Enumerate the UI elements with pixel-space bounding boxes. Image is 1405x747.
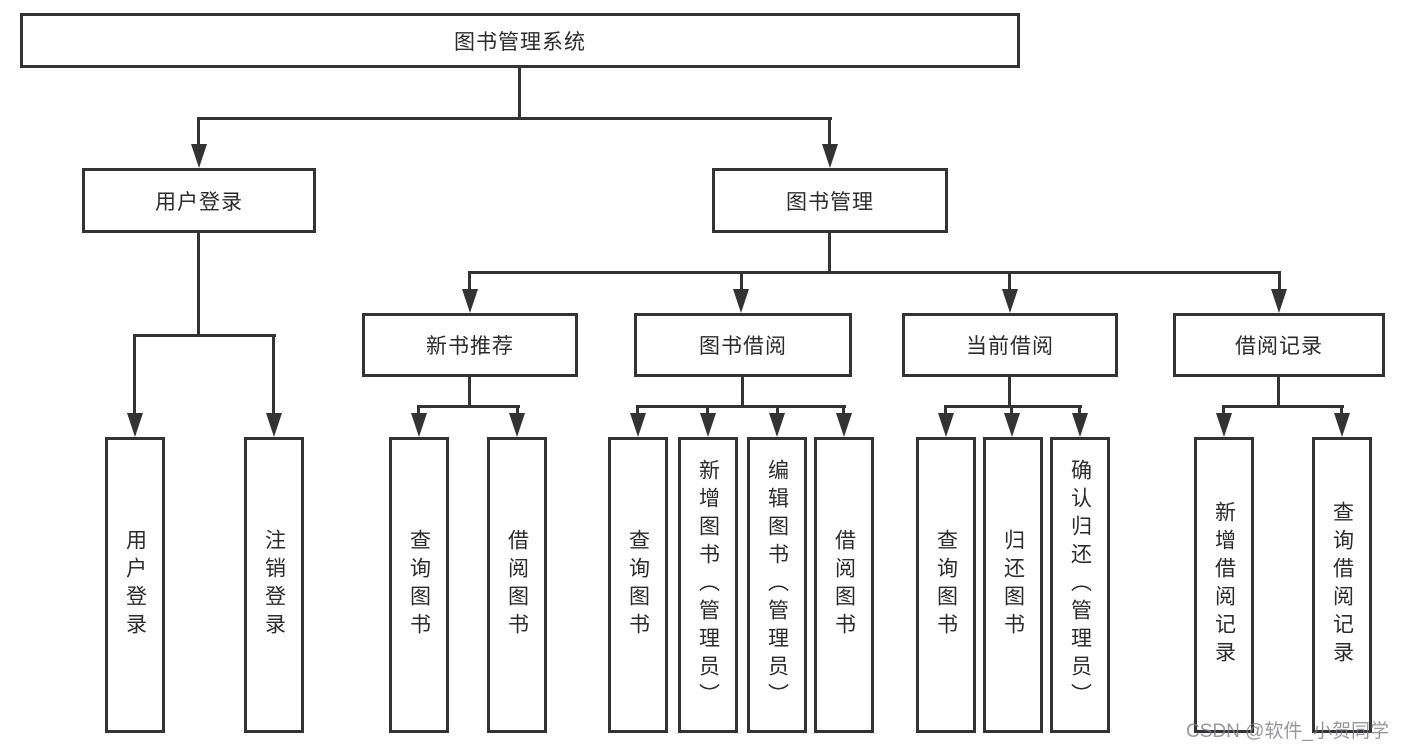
connector-stem	[1008, 271, 1011, 291]
arrow-down-icon	[938, 413, 954, 437]
connector-stem	[417, 405, 420, 415]
leaf-records-add: 新增借阅记录	[1194, 437, 1254, 733]
connector-stem	[842, 405, 845, 415]
connector-stem	[1010, 405, 1013, 415]
leaf-currentborrow-query: 查询图书	[916, 437, 976, 733]
leaf-label: 新增图书（管理员）	[696, 459, 720, 711]
leaf-currentborrow-return: 归还图书	[983, 437, 1043, 733]
leaf-label: 编辑图书（管理员）	[765, 459, 789, 711]
arrow-down-icon	[1002, 289, 1018, 313]
arrow-down-icon	[191, 144, 207, 168]
leaf-label: 确认归还（管理员）	[1068, 459, 1092, 711]
connector-userlogin-vertical	[197, 233, 200, 337]
connector-stem	[1222, 405, 1225, 415]
connector-stem	[1340, 405, 1343, 415]
node-book-management: 图书管理	[712, 168, 948, 233]
connector-borrowrecords-vertical	[1277, 377, 1280, 408]
arrow-down-icon	[1004, 413, 1020, 437]
connector-stem	[197, 117, 200, 146]
connector-stem	[133, 334, 136, 415]
leaf-label: 查询图书	[934, 529, 958, 641]
leaf-label: 归还图书	[1001, 529, 1025, 641]
node-user-login: 用户登录	[82, 168, 316, 233]
connector-stem	[468, 271, 471, 291]
connector-stem	[1078, 405, 1081, 415]
arrow-down-icon	[1271, 289, 1287, 313]
node-new-book-recommend: 新书推荐	[362, 313, 578, 377]
connector-bookmgmt-vertical	[828, 233, 831, 274]
leaf-bookborrow-add-admin: 新增图书（管理员）	[678, 437, 738, 733]
connector-bookborrow-vertical	[741, 377, 744, 408]
leaf-user-login: 用户登录	[105, 437, 165, 733]
leaf-label: 查询借阅记录	[1330, 501, 1354, 669]
arrow-down-icon	[630, 413, 646, 437]
arrow-down-icon	[836, 413, 852, 437]
connector-stem	[776, 405, 779, 415]
leaf-newbooks-query: 查询图书	[389, 437, 449, 733]
leaf-label: 借阅图书	[832, 529, 856, 641]
connector-newbooks-horizontal	[417, 405, 520, 408]
arrow-down-icon	[1216, 413, 1232, 437]
connector-stem	[740, 271, 743, 291]
node-root: 图书管理系统	[20, 13, 1020, 68]
connector-stem	[944, 405, 947, 415]
leaf-currentborrow-confirm-admin: 确认归还（管理员）	[1050, 437, 1110, 733]
arrow-down-icon	[1334, 413, 1350, 437]
arrow-down-icon	[769, 413, 785, 437]
connector-borrowrecords-horizontal	[1222, 405, 1344, 408]
leaf-label: 新增借阅记录	[1212, 501, 1236, 669]
arrow-down-icon	[1072, 413, 1088, 437]
connector-stem	[272, 334, 275, 415]
node-book-borrow: 图书借阅	[634, 313, 852, 377]
leaf-bookborrow-edit-admin: 编辑图书（管理员）	[747, 437, 807, 733]
connector-stem	[636, 405, 639, 415]
arrow-down-icon	[509, 413, 525, 437]
leaf-bookborrow-query: 查询图书	[608, 437, 668, 733]
node-current-borrow: 当前借阅	[902, 313, 1118, 377]
arrow-down-icon	[462, 289, 478, 313]
leaf-label: 查询图书	[626, 529, 650, 641]
leaf-label: 注销登录	[262, 529, 286, 641]
watermark: CSDN @软件_小贺同学	[1186, 721, 1389, 742]
connector-bookmgmt-horizontal	[468, 271, 1281, 274]
arrow-down-icon	[822, 144, 838, 168]
arrow-down-icon	[733, 289, 749, 313]
leaf-records-query: 查询借阅记录	[1312, 437, 1372, 733]
leaf-logout: 注销登录	[244, 437, 304, 733]
leaf-label: 借阅图书	[505, 529, 529, 641]
leaf-newbooks-borrow: 借阅图书	[487, 437, 547, 733]
connector-stem	[1278, 271, 1281, 291]
connector-bookborrow-horizontal	[636, 405, 846, 408]
node-borrow-records: 借阅记录	[1173, 313, 1385, 377]
arrow-down-icon	[127, 413, 143, 437]
leaf-label: 查询图书	[407, 529, 431, 641]
connector-newbooks-vertical	[468, 377, 471, 408]
leaf-label: 用户登录	[123, 529, 147, 641]
arrow-down-icon	[700, 413, 716, 437]
connector-userlogin-horizontal	[133, 334, 276, 337]
arrow-down-icon	[411, 413, 427, 437]
connector-currentborrow-vertical	[1008, 377, 1011, 408]
connector-stem	[828, 117, 831, 146]
connector-root-vertical	[518, 68, 521, 120]
connector-currentborrow-horizontal	[944, 405, 1082, 408]
connector-stem	[516, 405, 519, 415]
arrow-down-icon	[266, 413, 282, 437]
connector-root-horizontal	[197, 117, 832, 120]
connector-stem	[706, 405, 709, 415]
leaf-bookborrow-borrow: 借阅图书	[814, 437, 874, 733]
